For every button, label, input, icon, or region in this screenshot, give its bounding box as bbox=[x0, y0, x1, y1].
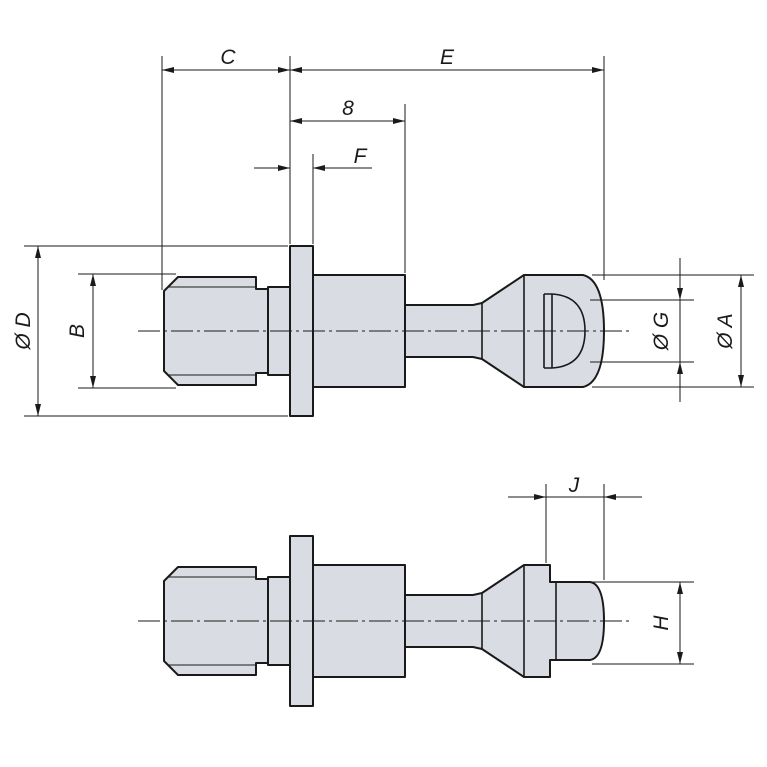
body-cylinder bbox=[312, 564, 406, 678]
flange-collar bbox=[289, 245, 314, 417]
dimension-8-label: 8 bbox=[342, 97, 354, 120]
dimension-j-label: J bbox=[568, 474, 580, 497]
pull-stud-side-view bbox=[138, 535, 632, 707]
left-dimensions: Ø D B bbox=[12, 245, 288, 417]
dimension-f-label: F bbox=[354, 145, 368, 168]
dimension-g-label: Ø G bbox=[650, 312, 673, 352]
dimension-a-label: Ø A bbox=[714, 313, 737, 349]
body-cylinder bbox=[312, 274, 406, 388]
pull-stud-top-view bbox=[138, 245, 632, 417]
flange-collar bbox=[289, 535, 314, 707]
dimension-c-label: C bbox=[220, 46, 236, 69]
top-dimensions: C E 8 F bbox=[161, 46, 605, 290]
dimension-d-label: Ø D bbox=[12, 312, 35, 350]
dimension-h-label: H bbox=[650, 615, 673, 631]
right-dimensions: Ø G Ø A bbox=[590, 258, 754, 402]
dimension-e-label: E bbox=[440, 46, 455, 69]
dimension-b-label: B bbox=[66, 324, 89, 338]
bottom-dimensions: J H bbox=[508, 474, 694, 665]
